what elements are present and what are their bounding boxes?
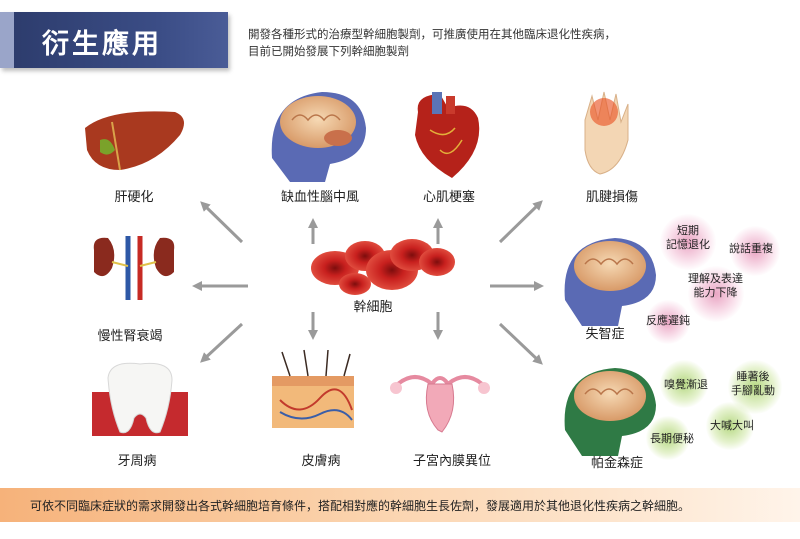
heart-illustration <box>415 92 480 178</box>
bubble-dementia-2 <box>730 226 780 276</box>
bubble-dementia-1 <box>660 214 716 270</box>
bubble-dementia-3 <box>688 266 744 322</box>
intro-line-1: 開發各種形式的治療型幹細胞製劑，可推廣使用在其他臨床退化性疾病， <box>248 27 616 41</box>
skin-illustration <box>272 349 354 428</box>
bubble-dementia-4 <box>646 300 690 344</box>
label-skin: 皮膚病 <box>301 454 341 469</box>
bubble-parkinson-1 <box>660 360 708 408</box>
symptom-sleep-movement: 睡著後 手腳亂動 <box>731 370 775 397</box>
label-kidney: 慢性腎衰竭 <box>97 329 163 344</box>
label-heart: 心肌梗塞 <box>422 190 476 205</box>
symptom-smell-loss: 嗅覺漸退 <box>664 378 708 391</box>
bubble-parkinson-4 <box>646 416 690 460</box>
symptom-repeating-speech: 說話重複 <box>729 242 773 255</box>
symptom-constipation: 長期便秘 <box>650 432 694 445</box>
title-accent <box>0 12 14 68</box>
kidney-illustration <box>93 236 175 300</box>
liver-illustration <box>85 111 184 171</box>
label-parkinson: 帕金森症 <box>590 456 644 471</box>
label-uterus: 子宮內膜異位 <box>412 454 492 469</box>
arrows <box>192 200 544 365</box>
arrow-to-parkinson <box>498 322 543 365</box>
hand-illustration <box>584 91 629 175</box>
label-dementia: 失智症 <box>585 327 625 342</box>
arrow-to-tooth <box>200 322 244 363</box>
symptom-short-term-memory: 短期 記憶退化 <box>666 224 710 251</box>
label-stem-cell: 幹細胞 <box>353 300 393 315</box>
label-tooth: 牙周病 <box>117 454 157 469</box>
arrow-to-tendon <box>498 200 543 244</box>
label-stroke: 缺血性腦中風 <box>280 190 360 205</box>
tooth-illustration <box>92 362 188 436</box>
stem-cell-illustration <box>311 239 455 295</box>
footer-band <box>0 488 800 522</box>
footer-text: 可依不同臨床症狀的需求開發出各式幹細胞培育條件，搭配相對應的幹細胞生長佐劑，發展… <box>30 499 691 513</box>
intro-text: 開發各種形式的治療型幹細胞製劑，可推廣使用在其他臨床退化性疾病， 目前已開始發展… <box>248 26 616 60</box>
bubble-parkinson-3 <box>706 402 754 450</box>
brain-dementia-illustration <box>564 238 656 326</box>
symptom-comprehension: 理解及表達 能力下降 <box>688 272 743 299</box>
page-title: 衍生應用 <box>42 29 162 60</box>
symptom-shouting: 大喊大叫 <box>710 419 754 432</box>
brain-parkinson-illustration <box>564 368 656 456</box>
intro-line-2: 目前已開始發展下列幹細胞製劑 <box>248 44 409 58</box>
label-liver: 肝硬化 <box>114 190 154 205</box>
arrow-to-liver <box>200 201 244 244</box>
label-tendon: 肌腱損傷 <box>585 190 639 205</box>
symptom-slow-reaction: 反應遲鈍 <box>646 314 690 327</box>
brain-stroke-illustration <box>271 92 366 182</box>
title-bar <box>0 12 228 68</box>
uterus-illustration <box>390 375 490 433</box>
